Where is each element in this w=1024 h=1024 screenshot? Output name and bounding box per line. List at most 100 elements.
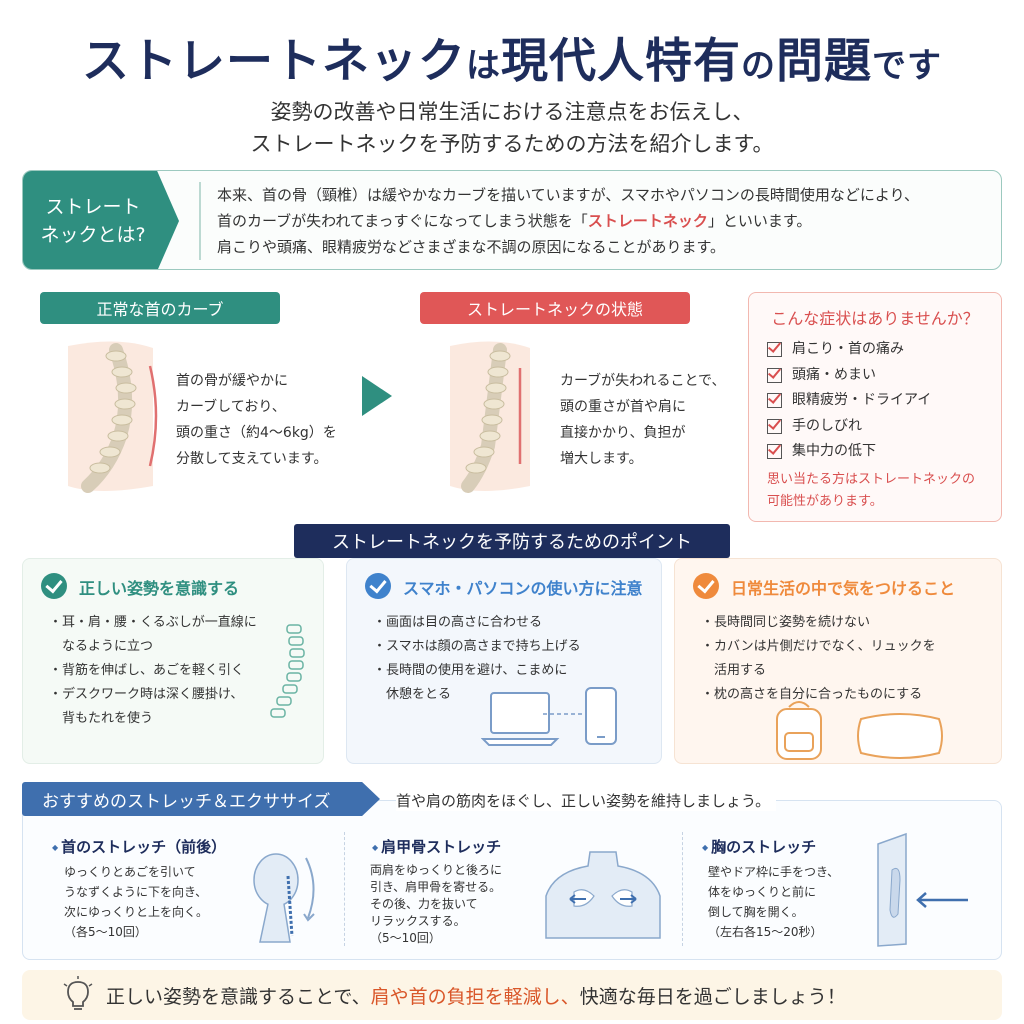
symptom-item: 集中力の低下 bbox=[767, 439, 931, 465]
text-line: 分散して支えています。 bbox=[176, 451, 328, 467]
text-line: 首の骨が緩やかに bbox=[176, 373, 288, 389]
symptom-note: 思い当たる方はストレートネックの 可能性があります。 bbox=[767, 469, 975, 513]
text-line: 増大します。 bbox=[560, 451, 643, 467]
definition-text-part: 首のカーブが失われてまっすぐになってしまう状態を「 bbox=[217, 212, 588, 230]
stretch-text-shoulder: 両肩をゆっくりと後ろに 引き、肩甲骨を寄せる。 その後、力を抜いて リラックスす… bbox=[370, 862, 502, 947]
backpack-icon bbox=[776, 701, 822, 760]
shoulder-blade-figure-icon bbox=[545, 851, 661, 939]
page-subtitle: 姿勢の改善や日常生活における注意点をお伝えし、 ストレートネックを予防するための… bbox=[0, 96, 1024, 160]
normal-curve-text: 首の骨が緩やかに カーブしており、 頭の重さ（約4〜6kg）を 分散して支えてい… bbox=[176, 368, 337, 472]
footer-text: 正しい姿勢を意識することで、肩や首の負担を軽減し、快適な毎日を過ごしましょう！ bbox=[106, 982, 846, 1009]
list-item: デスクワーク時は深く腰掛け、 bbox=[49, 683, 257, 707]
stretch-title-neck: 首のストレッチ（前後） bbox=[52, 836, 226, 857]
symptom-label: 肩こり・首の痛み bbox=[792, 341, 904, 357]
text-line: 引き、肩甲骨を寄せる。 bbox=[370, 880, 502, 894]
stretch-title-shoulder: 肩甲骨ストレッチ bbox=[372, 836, 501, 857]
symptom-item: 手のしびれ bbox=[767, 414, 931, 440]
checkbox-icon bbox=[767, 418, 782, 434]
list-item: スマホは顔の高さまで持ち上げる bbox=[373, 635, 581, 659]
definition-tag-line: ストレート bbox=[45, 196, 141, 218]
checkbox-icon bbox=[767, 367, 782, 383]
point-card-devices: スマホ・パソコンの使い方に注意 画面は目の高さに合わせる スマホは顔の高さまで持… bbox=[346, 558, 662, 764]
title-mid: 現代人特有 bbox=[501, 34, 741, 89]
card-title: スマホ・パソコンの使い方に注意 bbox=[403, 579, 643, 598]
card-title: 正しい姿勢を意識する bbox=[79, 579, 240, 598]
note-line: 思い当たる方はストレートネックの bbox=[767, 472, 976, 487]
title-main: ストレートネック bbox=[82, 34, 466, 89]
text-line: リラックスする。 bbox=[370, 914, 466, 928]
text-line: 壁やドア枠に手をつき、 bbox=[708, 865, 840, 879]
text-line: 体をゆっくりと前に bbox=[708, 885, 817, 899]
point-card-posture: 正しい姿勢を意識する 耳・肩・腰・くるぶしが一直線に なるように立つ 背筋を伸ば… bbox=[22, 558, 324, 764]
footer-text-part: 正しい姿勢を意識することで、 bbox=[106, 985, 371, 1008]
list-item: 背筋を伸ばし、あごを軽く引く bbox=[49, 659, 257, 683]
definition-text-part: 」といいます。 bbox=[707, 212, 812, 230]
stretch-title-chest: 胸のストレッチ bbox=[702, 836, 816, 857]
text-line: 倒して胸を開く。 bbox=[708, 905, 804, 919]
subtitle-line: 姿勢の改善や日常生活における注意点をお伝えし、 bbox=[270, 100, 754, 124]
text-line: その後、力を抜いて bbox=[370, 897, 478, 911]
symptom-item: 眼精疲労・ドライアイ bbox=[767, 388, 931, 414]
definition-box: ストレートネックとは? 本来、首の骨（頸椎）は緩やかなカーブを描いていますが、ス… bbox=[22, 170, 1002, 270]
check-circle-icon bbox=[41, 573, 67, 599]
list-item: カバンは片側だけでなく、リュックを bbox=[701, 635, 936, 659]
title-particle-wa: は bbox=[466, 46, 501, 86]
text-line: カーブが失われることで、 bbox=[560, 373, 726, 389]
list-item: なるように立つ bbox=[62, 639, 154, 654]
definition-tag: ストレートネックとは? bbox=[23, 171, 179, 269]
normal-curve-label: 正常な首のカーブ bbox=[40, 292, 280, 324]
points-heading: ストレートネックを予防するためのポイント bbox=[294, 524, 730, 558]
neck-stretch-figure-icon bbox=[253, 853, 315, 943]
chest-stretch-figure-icon bbox=[877, 832, 968, 947]
arrow-right-icon bbox=[362, 376, 392, 416]
text-line: 頭の重さ（約4〜6kg）を bbox=[176, 425, 337, 441]
text-line: （各5〜10回） bbox=[64, 925, 147, 939]
title-end: 問題 bbox=[776, 34, 872, 89]
definition-tag-line: ネックとは? bbox=[40, 224, 146, 246]
check-circle-icon bbox=[365, 573, 391, 599]
text-line: （左右各15〜20秒） bbox=[708, 925, 823, 939]
stretch-text-neck: ゆっくりとあごを引いて うなずくように下を向き、 次にゆっくりと上を向く。 （各… bbox=[64, 862, 208, 942]
smartphone-icon bbox=[585, 687, 617, 745]
symptom-item: 頭痛・めまい bbox=[767, 363, 931, 389]
stretch-divider bbox=[344, 832, 345, 946]
text-line: 両肩をゆっくりと後ろに bbox=[370, 863, 503, 877]
stretch-heading: おすすめのストレッチ＆エクササイズ bbox=[22, 782, 380, 816]
card-title: 日常生活の中で気をつけること bbox=[731, 579, 956, 598]
lightbulb-icon bbox=[63, 976, 93, 1010]
symptom-title: こんな症状はありませんか？ bbox=[771, 309, 979, 328]
definition-highlight: ストレートネック bbox=[587, 212, 708, 230]
text-line: 直接かかり、負担が bbox=[560, 425, 686, 441]
check-circle-icon bbox=[693, 573, 719, 599]
note-line: 可能性があります。 bbox=[767, 494, 883, 509]
stretch-divider bbox=[682, 832, 683, 946]
list-item: 画面は目の高さに合わせる bbox=[373, 611, 581, 635]
list-item: 耳・肩・腰・くるぶしが一直線に bbox=[49, 611, 257, 635]
footer-banner: 正しい姿勢を意識することで、肩や首の負担を軽減し、快適な毎日を過ごしましょう！ bbox=[22, 970, 1002, 1020]
title-particle-no: の bbox=[741, 46, 776, 86]
symptom-checklist: こんな症状はありませんか？ 肩こり・首の痛み 頭痛・めまい 眼精疲労・ドライアイ… bbox=[748, 292, 1002, 522]
point-card-daily-life: 日常生活の中で気をつけること 長時間同じ姿勢を続けない カバンは片側だけでなく、… bbox=[674, 558, 1002, 764]
text-line: 次にゆっくりと上を向く。 bbox=[64, 905, 209, 919]
list-item: 長時間の使用を避け、こまめに bbox=[373, 659, 581, 683]
text-line: 頭の重さが首や肩に bbox=[560, 399, 686, 415]
laptop-icon bbox=[481, 692, 560, 746]
symptom-label: 手のしびれ bbox=[792, 417, 862, 434]
list-item: 休憩をとる bbox=[386, 687, 452, 702]
text-line: カーブしており、 bbox=[176, 399, 286, 415]
normal-spine-icon bbox=[68, 341, 158, 493]
stretch-subheading: 首や肩の筋肉をほぐし、正しい姿勢を維持しましょう。 bbox=[396, 790, 777, 811]
pillow-icon bbox=[857, 713, 943, 759]
dashed-line-icon bbox=[543, 713, 583, 715]
definition-line: 首のカーブが失われてまっすぐになってしまう状態を「ストレートネック」といいます。 bbox=[217, 208, 919, 234]
stretch-text-chest: 壁やドア枠に手をつき、 体をゆっくりと前に 倒して胸を開く。 （左右各15〜20… bbox=[708, 862, 839, 942]
list-item: 枕の高さを自分に合ったものにする bbox=[701, 683, 936, 707]
page-title: ストレートネックは現代人特有の問題です bbox=[0, 22, 1024, 91]
list-item: 長時間同じ姿勢を続けない bbox=[701, 611, 936, 635]
definition-text: 本来、首の骨（頸椎）は緩やかなカーブを描いていますが、スマホやパソコンの長時間使… bbox=[199, 182, 919, 260]
checkbox-icon bbox=[767, 444, 782, 460]
text-line: ゆっくりとあごを引いて bbox=[64, 865, 196, 879]
straight-spine-icon bbox=[450, 341, 530, 493]
symptom-item: 肩こり・首の痛み bbox=[767, 337, 931, 363]
definition-line: 本来、首の骨（頸椎）は緩やかなカーブを描いていますが、スマホやパソコンの長時間使… bbox=[217, 186, 920, 204]
